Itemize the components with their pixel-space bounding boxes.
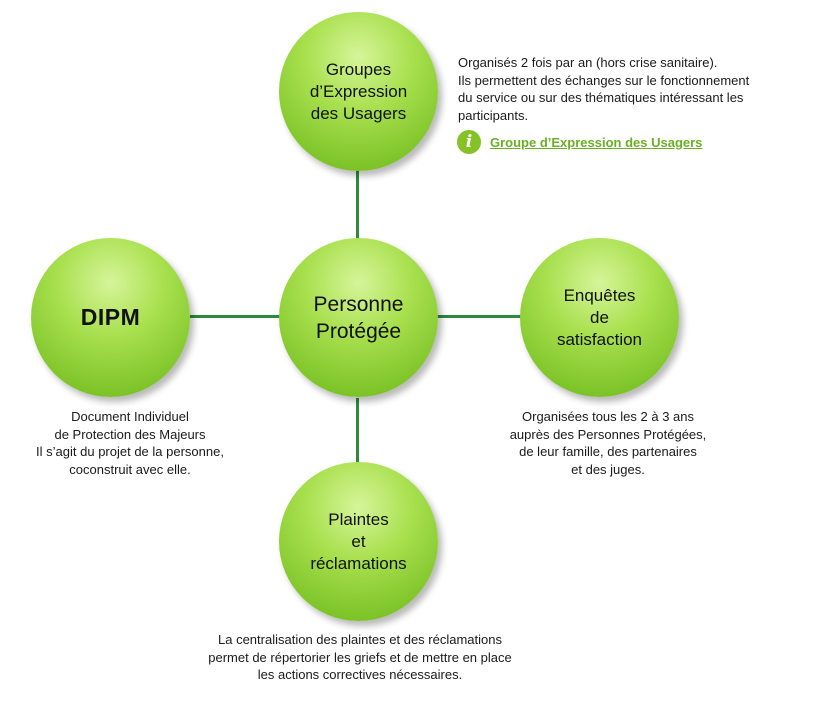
info-link-text[interactable]: Groupe d’Expression des Usagers [490,134,703,150]
node-label: Plaintes et réclamations [310,509,407,573]
description-enquetes: Organisées tous les 2 à 3 ans auprès des… [509,409,707,477]
node-plaintes-reclamations: Plaintes et réclamations [279,462,438,621]
node-label: Enquêtes de satisfaction [556,285,643,349]
info-icon: i [457,130,481,154]
connector-right [436,315,521,318]
node-label: Personne Protégée [313,292,404,343]
description-groupes-expression: Organisés 2 fois par an (hors crise sani… [458,55,750,123]
connector-top [356,168,359,252]
connector-bottom [356,398,359,464]
node-dipm: DIPM [31,238,190,397]
description-plaintes: La centralisation des plaintes et des ré… [208,632,512,682]
node-groupes-expression: Groupes d’Expression des Usagers [279,12,438,171]
node-personne-protegee: Personne Protégée [279,238,438,397]
description-dipm: Document Individuel de Protection des Ma… [36,409,224,477]
node-label: DIPM [80,304,141,330]
connector-left [190,315,280,318]
node-enquetes-satisfaction: Enquêtes de satisfaction [520,238,679,397]
info-link-groupe-expression[interactable]: i Groupe d’Expression des Usagers [457,130,702,154]
node-label: Groupes d’Expression des Usagers [309,59,408,123]
